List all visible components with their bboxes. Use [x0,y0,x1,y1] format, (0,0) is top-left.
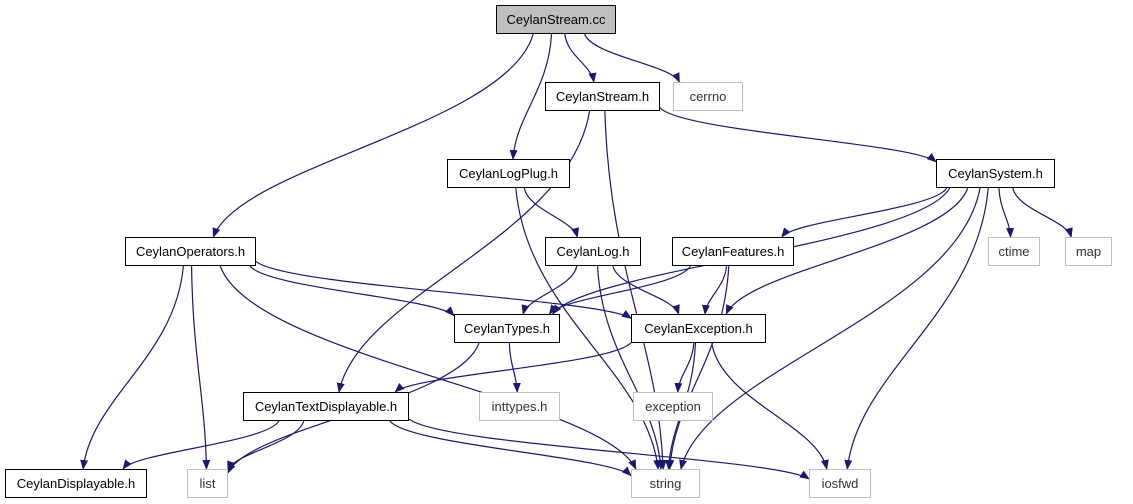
node-stream-h[interactable]: CeylanStream.h [545,82,660,111]
edge-exception-h-to-exception [674,342,695,393]
edge-textdisp-to-displayable [122,420,280,470]
edge-stream-h-to-system [659,107,937,163]
edge-system-to-string [679,187,981,470]
edge-root-to-logplug [509,33,553,160]
edge-exception-h-to-iosfwd [711,342,829,470]
node-exception: exception [633,392,713,421]
edge-stream-h-to-textdisp [336,110,591,393]
edge-exception-h-to-textdisp [394,342,632,393]
edge-operators-to-list [190,265,211,470]
edge-features-to-exception-h [701,265,728,315]
node-exception-h[interactable]: CeylanException.h [631,314,766,343]
edge-stream-h-to-string [604,110,667,470]
edge-log-to-exception-h [612,265,680,315]
edge-textdisp-to-list [227,420,305,472]
node-iosfwd: iosfwd [809,469,871,498]
edge-operators-to-displayable [80,265,184,470]
node-log[interactable]: CeylanLog.h [545,237,641,266]
node-textdisp[interactable]: CeylanTextDisplayable.h [243,392,409,421]
edge-system-to-map [1012,187,1073,238]
edge-features-to-string [666,265,730,470]
edge-textdisp-to-string [389,420,632,477]
edge-system-to-features [781,187,948,238]
edge-features-to-types [548,265,691,315]
edge-root-to-stream-h [564,33,597,83]
edge-operators-to-types [249,265,455,317]
node-logplug[interactable]: CeylanLogPlug.h [447,159,570,188]
edge-logplug-to-string [515,187,662,470]
node-types[interactable]: CeylanTypes.h [454,314,560,343]
node-map: map [1065,237,1112,266]
node-system[interactable]: CeylanSystem.h [936,159,1055,188]
edge-types-to-inttypes [508,342,521,393]
edge-root-to-cerrno [584,33,680,83]
edge-textdisp-to-iosfwd [408,418,810,480]
edge-root-to-operators [212,33,534,238]
node-string: string [631,469,700,498]
node-displayable[interactable]: CeylanDisplayable.h [5,469,147,498]
edge-system-to-iosfwd [844,187,989,470]
node-list: list [187,469,228,498]
edge-system-to-ctime [998,187,1015,238]
node-inttypes: inttypes.h [479,392,560,421]
node-root: CeylanStream.cc [496,5,616,34]
node-operators[interactable]: CeylanOperators.h [125,237,256,266]
edge-logplug-to-log [523,187,579,238]
edge-system-to-exception-h [725,187,969,315]
edge-log-to-string [596,265,665,470]
edge-operators-to-string [219,265,637,470]
node-ctime: ctime [988,237,1040,266]
edge-log-to-types [521,265,578,315]
node-features[interactable]: CeylanFeatures.h [672,237,794,266]
node-cerrno: cerrno [673,82,743,111]
